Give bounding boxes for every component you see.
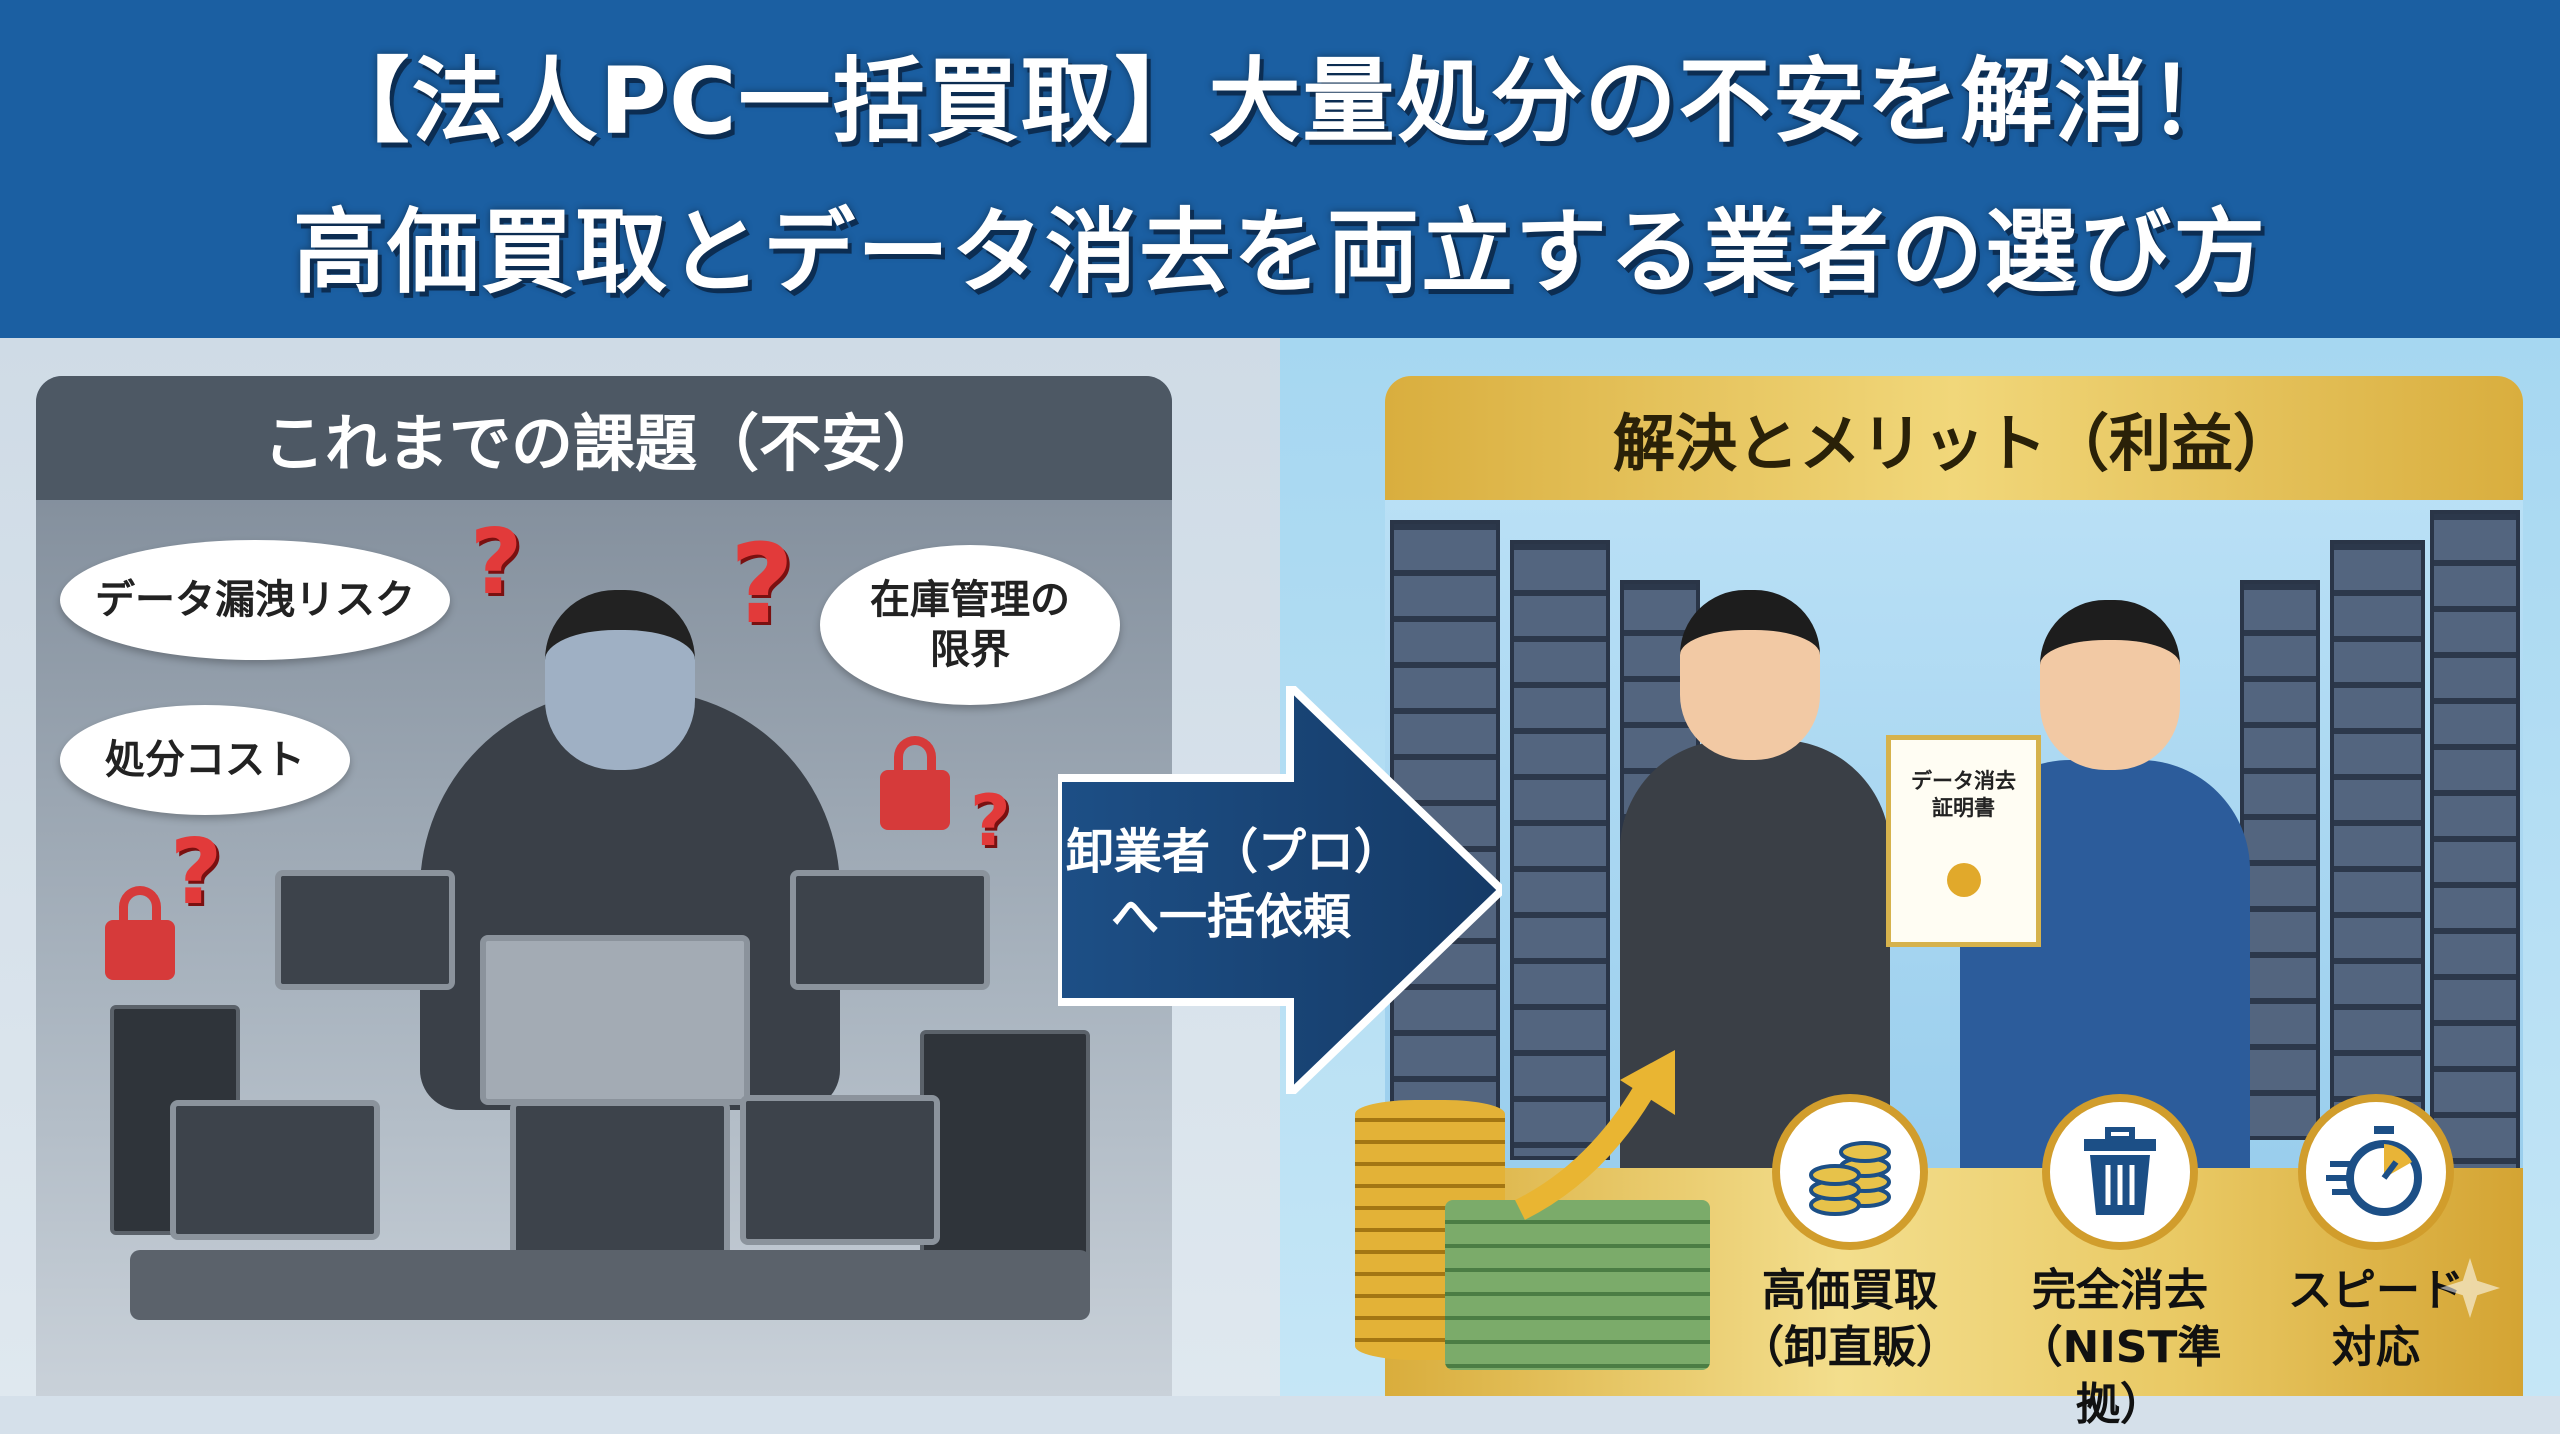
bubble-disposal-cost: 処分コスト — [60, 705, 350, 815]
server-rack — [2240, 580, 2320, 1140]
certificate-line-1: データ消去 — [1911, 769, 2016, 793]
laptop-icon — [170, 1100, 380, 1240]
businessman-left-head — [1680, 590, 1820, 760]
laptop-icon — [480, 935, 750, 1105]
benefit-subtitle: （NIST準拠） — [2018, 1322, 2222, 1431]
laptop-icon — [740, 1095, 940, 1245]
certificate-line-2: 証明書 — [1932, 796, 1995, 821]
server-rack — [1510, 540, 1610, 1160]
benefit-label-complete-erasure: 完全消去 （NIST準拠） — [1990, 1262, 2250, 1434]
lock-icon — [880, 736, 950, 830]
coins-icon — [1772, 1094, 1928, 1250]
bubble-data-leak: データ漏洩リスク — [60, 540, 450, 660]
server-rack — [2430, 510, 2520, 1190]
benefit-high-price — [1772, 1094, 1928, 1250]
benefit-title: 高価買取 — [1762, 1265, 1938, 1316]
benefit-subtitle: 対応 — [2332, 1322, 2420, 1374]
title-line-2: 高価買取とデータ消去を両立する業者の選び方 — [292, 199, 2267, 306]
cash-bundle-icon — [1445, 1200, 1710, 1370]
benefit-label-speed: スピード対応 — [2246, 1262, 2506, 1376]
benefit-title: スピード — [2288, 1265, 2464, 1316]
lock-icon — [105, 886, 175, 980]
trash-icon — [2042, 1094, 2198, 1250]
question-mark-icon: ? — [970, 780, 1011, 862]
benefit-title: 完全消去 — [2032, 1265, 2208, 1316]
question-mark-icon: ? — [470, 510, 523, 615]
question-mark-icon: ? — [170, 820, 223, 925]
title-banner: 【法人PC一括買取】大量処分の不安を解消！ 高価買取とデータ消去を両立する業者の… — [0, 0, 2560, 338]
stopwatch-icon — [2298, 1094, 2454, 1250]
solutions-title: 解決とメリット（利益） — [1385, 376, 2523, 500]
problems-title: これまでの課題（不安） — [36, 376, 1172, 500]
laptop-keyboards — [130, 1250, 1090, 1320]
seal-icon — [1946, 862, 1981, 897]
arrow-label-line-2: へ一括依頼 — [1110, 888, 1351, 945]
benefit-speed — [2298, 1094, 2454, 1250]
benefit-label-high-price: 高価買取 （卸直販） — [1720, 1262, 1980, 1376]
arrow-label: 卸業者（プロ） へ一括依頼 — [1066, 820, 1403, 950]
arrow-label-line-1: 卸業者（プロ） — [1066, 824, 1403, 880]
question-mark-icon: ? — [730, 520, 794, 648]
laptop-icon — [510, 1100, 730, 1260]
server-rack — [2330, 540, 2425, 1160]
benefit-complete-erasure — [2042, 1094, 2198, 1250]
laptop-icon — [275, 870, 455, 990]
title-line-1: 【法人PC一括買取】大量処分の不安を解消！ — [317, 48, 2243, 155]
laptop-icon — [790, 870, 990, 990]
bubble-inventory-limit: 在庫管理の 限界 — [820, 545, 1120, 705]
businessman-right-head — [2040, 600, 2180, 770]
transition-arrow-icon — [1058, 686, 1502, 1094]
worried-businessman-head — [545, 590, 695, 770]
rising-arrow-icon — [1515, 1050, 1675, 1220]
benefit-subtitle: （卸直販） — [1740, 1322, 1960, 1374]
data-erasure-certificate: データ消去 証明書 — [1886, 735, 2041, 947]
